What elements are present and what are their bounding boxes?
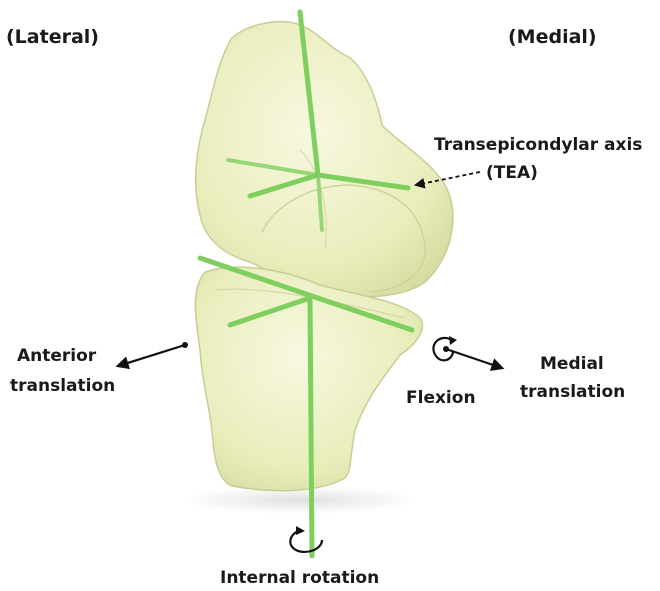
medial-translation-label-line1: Medial bbox=[540, 354, 604, 374]
anterior-label-line2: translation bbox=[10, 376, 115, 396]
lateral-label: (Lateral) bbox=[6, 26, 99, 48]
internal-rotation-icon bbox=[290, 530, 322, 552]
flexion-label: Flexion bbox=[406, 388, 476, 408]
tibial-vertical-axis bbox=[310, 298, 312, 556]
medial-translation-label-line2: translation bbox=[520, 382, 625, 402]
tea-label-line1: Transepicondylar axis bbox=[434, 135, 642, 155]
internal-rotation-head bbox=[296, 526, 305, 535]
tea-label-line2: (TEA) bbox=[486, 163, 538, 183]
anterior-label-line1: Anterior bbox=[17, 346, 97, 366]
anterior-translation-arrow bbox=[118, 345, 185, 366]
medial-label: (Medial) bbox=[508, 26, 597, 48]
flexion-rotation-head bbox=[449, 336, 457, 345]
medial-translation-arrow bbox=[446, 349, 502, 368]
internal-rotation-label: Internal rotation bbox=[220, 568, 379, 588]
